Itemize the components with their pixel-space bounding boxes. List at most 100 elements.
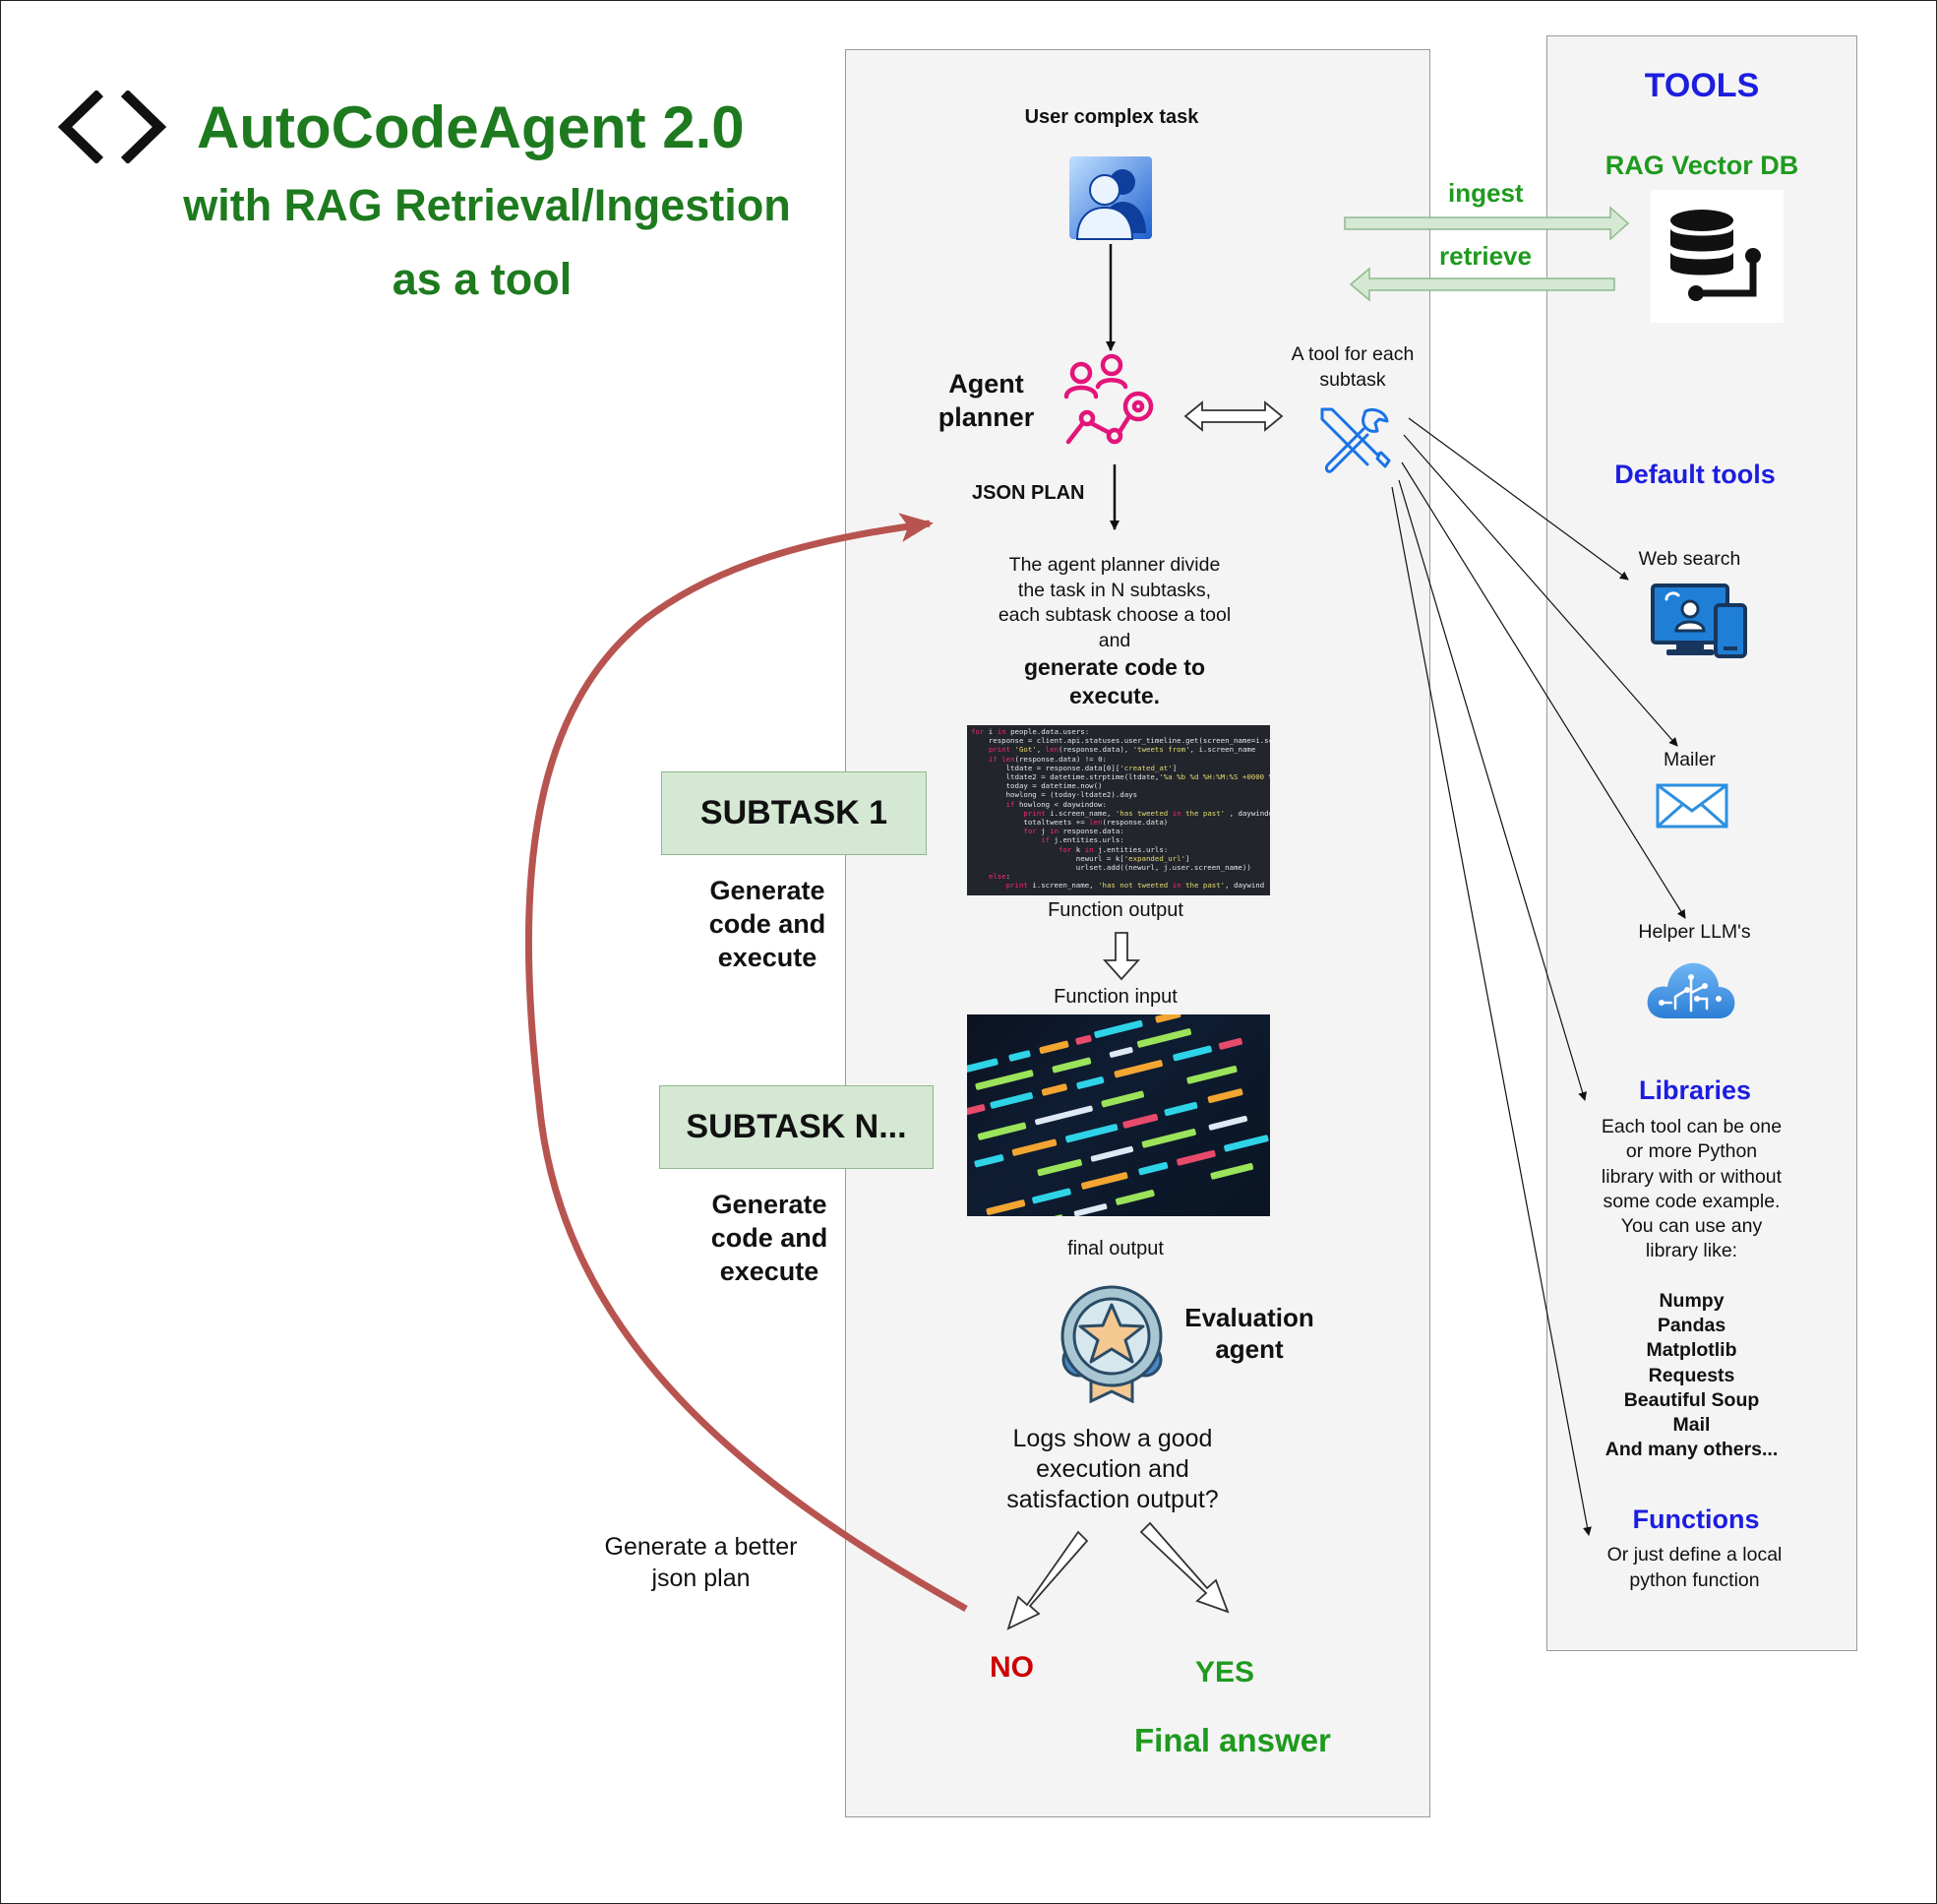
planner-desc-line1: The agent planner divide — [1008, 554, 1221, 576]
line-to-functions — [1391, 486, 1592, 1536]
functions-desc-line1: Or just define a local — [1606, 1544, 1783, 1566]
code-line: ltdate = response.data[0]['created_at'] — [971, 763, 1178, 772]
page-subtitle-line1: with RAG Retrieval/Ingestion — [183, 180, 791, 230]
code-line: for i in people.data.users: — [971, 727, 1090, 736]
default-tools-title: Default tools — [1614, 460, 1776, 489]
code-line: totaltweets += len(response.data) — [971, 818, 1169, 828]
function-input-label: Function input — [1054, 986, 1178, 1008]
ingest-label: ingest — [1448, 178, 1524, 208]
code-screenshot-1: for i in people.data.users: response = c… — [967, 725, 1270, 895]
functions-desc-line2: python function — [1629, 1568, 1760, 1591]
line-to-mailer — [1403, 434, 1678, 747]
subtask-1-label: SUBTASK 1 — [699, 794, 888, 831]
ingest-arrow — [1344, 206, 1630, 241]
libraries-desc-line1: Each tool can be one — [1601, 1116, 1783, 1137]
tool-for-each-line1: A tool for each — [1291, 343, 1415, 365]
libraries-desc-line5: You can use any — [1620, 1215, 1763, 1238]
workflow-panel — [845, 49, 1430, 1817]
better-plan-label: Generate a better json plan — [580, 1531, 821, 1594]
code-line: if len(response.data) != 0: — [988, 754, 1107, 764]
line-to-helper-llms — [1401, 461, 1686, 919]
better-plan-line2: json plan — [651, 1565, 751, 1592]
json-plan-label: JSON PLAN — [972, 482, 1085, 504]
agent-planner-line1: Agent — [948, 369, 1024, 399]
code-brackets-icon — [57, 91, 167, 163]
libraries-desc-line6: library like: — [1645, 1240, 1738, 1262]
planner-desc-bold1: generate code to — [1023, 654, 1206, 680]
page-subtitle-line2: as a tool — [392, 254, 573, 304]
users-icon — [1069, 156, 1152, 240]
library-list: Numpy Pandas Matplotlib Requests Beautif… — [1574, 1289, 1809, 1462]
planner-desc-line3: each subtask choose a tool — [998, 604, 1232, 626]
subtask-1-action-line3: execute — [717, 943, 817, 972]
code-texture — [967, 1014, 1269, 1216]
rag-vector-db-title: RAG Vector DB — [1604, 151, 1799, 180]
subtask-1-action: Generate code and execute — [679, 874, 856, 974]
code-line: urlset.add((newurl, j.user.screen_name)) — [971, 863, 1251, 873]
mail-icon — [1656, 783, 1728, 829]
subtask-1-action-line2: code and — [708, 909, 826, 939]
planner-description: The agent planner divide the task in N s… — [950, 553, 1279, 710]
planner-desc-bold2: execute. — [1068, 683, 1161, 708]
line-to-libraries — [1398, 479, 1588, 1101]
libraries-desc-line2: or more Python — [1625, 1140, 1758, 1163]
evaluation-line1: Evaluation — [1184, 1303, 1314, 1332]
functions-title: Functions — [1632, 1505, 1760, 1534]
logs-question: Logs show a good execution and satisfact… — [974, 1424, 1251, 1515]
feedback-arrow — [524, 513, 968, 1613]
planner-desc-line2: the task in N subtasks, — [1017, 579, 1212, 601]
subtask-n-action-line1: Generate — [711, 1190, 827, 1219]
code-line: for j in response.data: — [1023, 827, 1124, 836]
yes-label: YES — [1195, 1656, 1255, 1689]
code-line: howlong = (today-ltdate2).days — [971, 790, 1138, 800]
award-icon — [1060, 1285, 1163, 1403]
libraries-description: Each tool can be one or more Python libr… — [1574, 1115, 1809, 1264]
code-line: print i.screen_name, 'has not tweeted in… — [1005, 881, 1265, 891]
agent-planner-icon — [1063, 353, 1154, 445]
hollow-arrow-no — [1006, 1530, 1089, 1630]
logs-question-line3: satisfaction output? — [1006, 1486, 1219, 1513]
library-item: And many others... — [1604, 1439, 1779, 1461]
code-line: else: — [988, 872, 1011, 882]
better-plan-line1: Generate a better — [604, 1533, 798, 1561]
subtask-n-action-line2: code and — [710, 1223, 828, 1253]
library-item: Mail — [1672, 1414, 1711, 1437]
libraries-title: Libraries — [1638, 1075, 1752, 1105]
libraries-desc-line3: library with or without — [1601, 1165, 1783, 1188]
code-line: newurl = k['expanded_url'] — [971, 853, 1190, 863]
code-line: response = client.api.statuses.user_time… — [971, 736, 1270, 746]
agent-planner-line2: planner — [938, 402, 1035, 432]
subtask-n-box: SUBTASK N... — [659, 1085, 934, 1169]
web-search-icon — [1651, 583, 1747, 658]
no-label: NO — [990, 1651, 1034, 1684]
library-item: Requests — [1648, 1364, 1735, 1386]
subtask-n-action: Generate code and execute — [681, 1188, 858, 1288]
code-line: ltdate2 = datetime.strptime(ltdate,'%a %… — [971, 772, 1270, 782]
evaluation-line2: agent — [1215, 1334, 1284, 1364]
hollow-arrow-output-input — [1102, 932, 1141, 981]
subtask-1-box: SUBTASK 1 — [661, 771, 927, 855]
retrieve-arrow — [1349, 267, 1615, 302]
logs-question-line2: execution and — [1036, 1455, 1189, 1483]
library-item: Numpy — [1659, 1290, 1725, 1312]
hollow-arrow-yes — [1139, 1521, 1230, 1614]
tools-icon — [1320, 407, 1391, 473]
subtask-1-action-line1: Generate — [709, 876, 825, 905]
final-output-label: final output — [1067, 1238, 1164, 1259]
evaluation-agent-label: Evaluation agent — [1171, 1302, 1328, 1365]
code-line: print i.screen_name, 'has tweeted in the… — [1023, 808, 1270, 818]
logs-question-line1: Logs show a good — [1012, 1425, 1213, 1452]
code-line: print 'Got', len(response.data), 'tweets… — [988, 745, 1256, 755]
cloud-ai-icon — [1647, 962, 1735, 1018]
mailer-label: Mailer — [1663, 749, 1717, 770]
double-arrow-planner-tools — [1183, 400, 1284, 432]
code-line: for k in j.entities.urls: — [1059, 844, 1169, 854]
database-icon — [1670, 210, 1761, 301]
line-to-web-search — [1408, 417, 1629, 581]
tools-title: TOOLS — [1644, 67, 1760, 104]
code-line: today = datetime.now() — [971, 781, 1103, 791]
subtask-n-action-line3: execute — [719, 1257, 819, 1286]
user-task-label: User complex task — [1024, 106, 1199, 128]
agent-planner-label: Agent planner — [915, 367, 1058, 434]
